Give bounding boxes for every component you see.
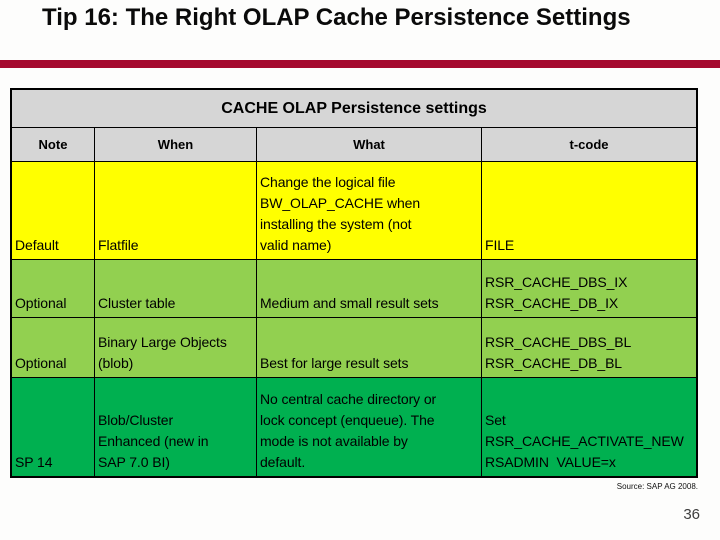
cell-tcode-blob-cluster-enhanced: Set RSR_CACHE_ACTIVATE_NEW RSADMIN VALUE… [482, 378, 696, 476]
slide-title: Tip 16: The Right OLAP Cache Persistence… [42, 4, 631, 31]
table-caption: CACHE OLAP Persistence settings [12, 90, 696, 128]
cell-tcode-cluster-table: RSR_CACHE_DBS_IX RSR_CACHE_DB_IX [482, 260, 696, 318]
cell-note-optional-blob: Optional [12, 318, 95, 378]
source-note: Source: SAP AG 2008. [616, 482, 698, 491]
cell-what-blob: Best for large result sets [257, 318, 482, 378]
cell-when-blob-cluster-enhanced: Blob/Cluster Enhanced (new in SAP 7.0 BI… [95, 378, 257, 476]
title-underline-bar [0, 60, 720, 68]
column-header-tcode: t-code [482, 128, 696, 162]
olap-persistence-table: CACHE OLAP Persistence settings Note Whe… [10, 88, 698, 478]
column-header-when: When [95, 128, 257, 162]
cell-what-cluster-table: Medium and small result sets [257, 260, 482, 318]
cell-note-sp14: SP 14 [12, 378, 95, 476]
column-header-what: What [257, 128, 482, 162]
cell-what-blob-cluster-enhanced: No central cache directory or lock conce… [257, 378, 482, 476]
page-number: 36 [683, 506, 700, 523]
cell-when-blob: Binary Large Objects (blob) [95, 318, 257, 378]
cell-note-default: Default [12, 162, 95, 260]
column-header-note: Note [12, 128, 95, 162]
cell-what-flatfile: Change the logical file BW_OLAP_CACHE wh… [257, 162, 482, 260]
cell-note-optional-cluster: Optional [12, 260, 95, 318]
cell-tcode-blob: RSR_CACHE_DBS_BL RSR_CACHE_DB_BL [482, 318, 696, 378]
cell-when-flatfile: Flatfile [95, 162, 257, 260]
cell-when-cluster-table: Cluster table [95, 260, 257, 318]
cell-tcode-file: FILE [482, 162, 696, 260]
